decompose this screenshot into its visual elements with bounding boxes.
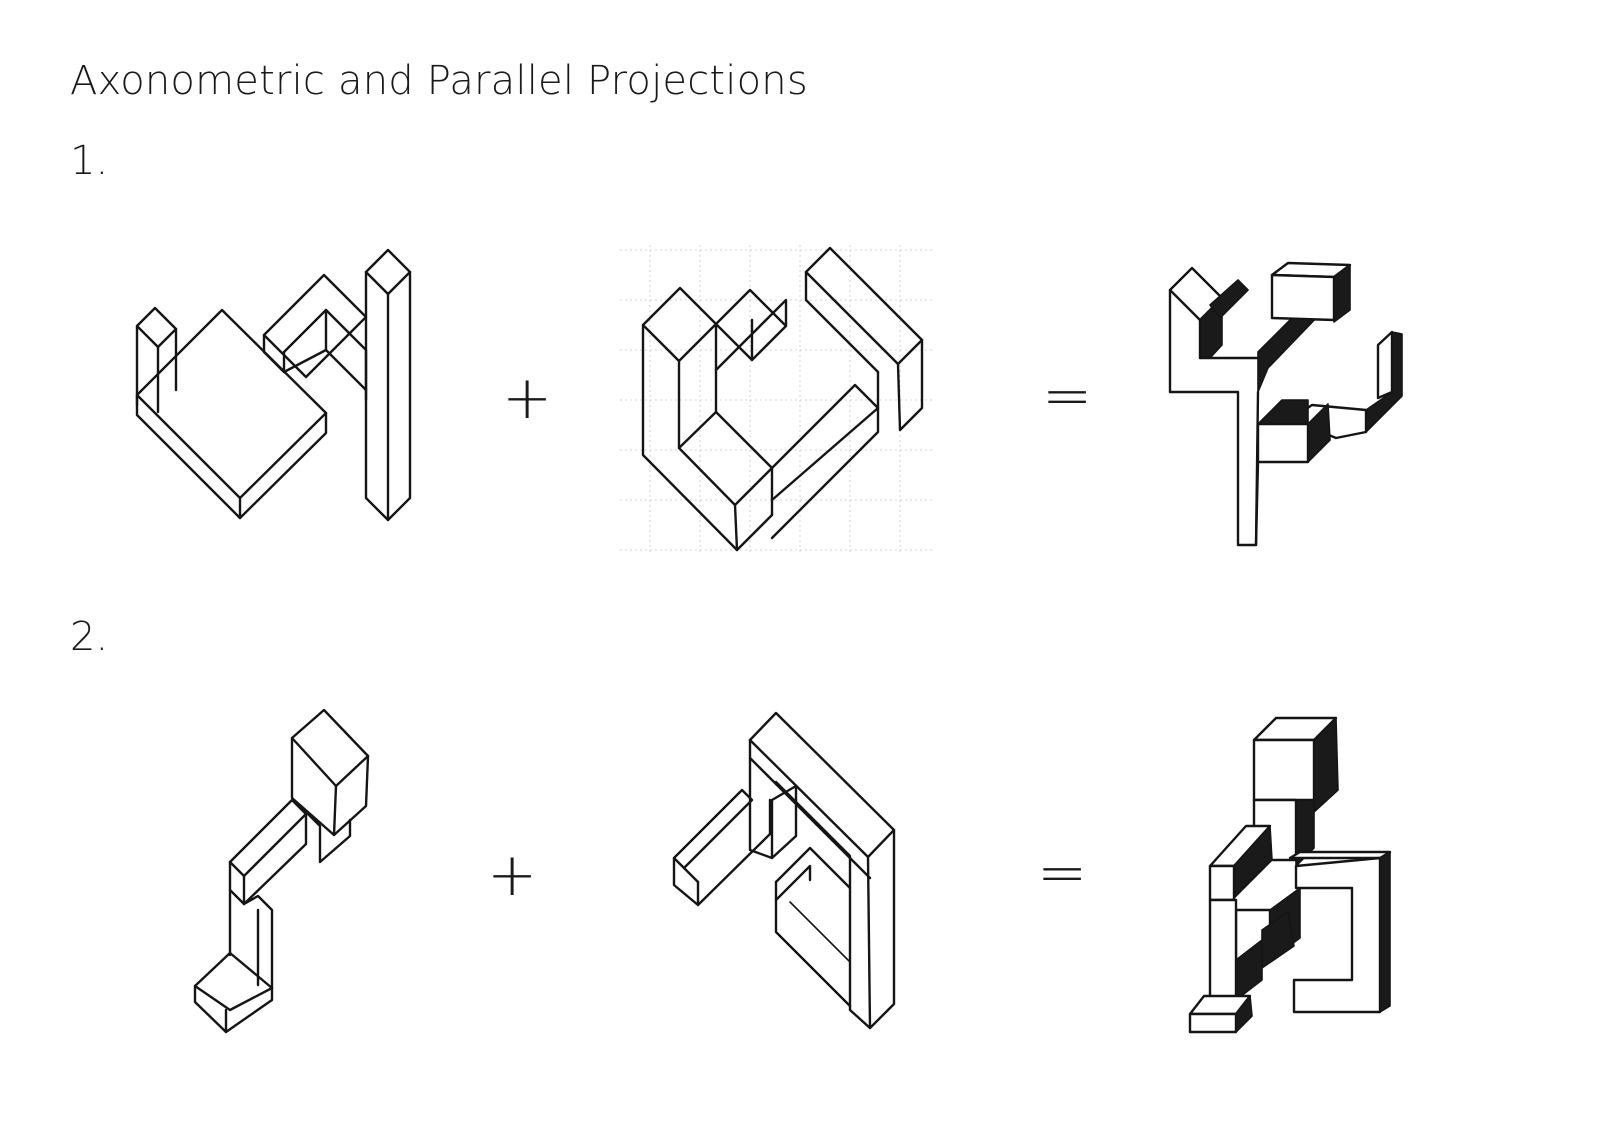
row-1-number: 1. <box>70 138 109 184</box>
row-1-plus-sign: + <box>502 363 553 433</box>
row-2-number: 2. <box>70 614 109 660</box>
page-title: Axonometric and Parallel Projections <box>70 58 808 104</box>
row-1-equals-sign: = <box>1042 361 1093 431</box>
grid-background <box>620 245 935 555</box>
row-2-plus-sign: + <box>487 840 538 910</box>
row-2-equals-sign: = <box>1037 838 1088 908</box>
